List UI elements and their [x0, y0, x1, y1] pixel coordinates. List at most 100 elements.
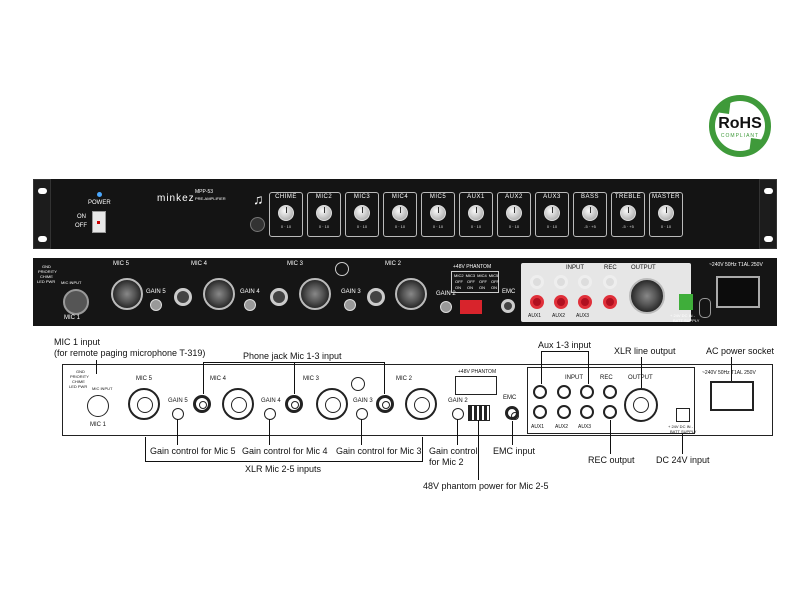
power-switch[interactable]: [92, 211, 106, 233]
knob-label: MIC3: [353, 194, 371, 200]
leader-line: [610, 420, 611, 454]
phone-jack-1[interactable]: [174, 288, 192, 306]
ac-power-socket[interactable]: [710, 381, 754, 411]
aux1-rca-white[interactable]: [530, 275, 544, 289]
gain4-knob[interactable]: [244, 299, 256, 311]
callout-gain2b: for Mic 2: [429, 457, 464, 467]
knob-chime[interactable]: [278, 205, 294, 221]
knob-aux3[interactable]: [544, 205, 560, 221]
aux1-rca-top[interactable]: [533, 385, 547, 399]
rec-rca-red[interactable]: [603, 295, 617, 309]
knob-label: CHIME: [275, 194, 297, 200]
mic1-din-connector[interactable]: [63, 289, 89, 315]
rec-rca-white[interactable]: [603, 275, 617, 289]
front-panel: POWER ON OFF minkez MPP-53 PRE-AMPLIFIER…: [33, 179, 777, 249]
xlr-line-output[interactable]: [624, 388, 658, 422]
gain3-knob[interactable]: [356, 408, 368, 420]
knob-treble[interactable]: [620, 205, 636, 221]
callout-gain3: Gain control for Mic 3: [336, 446, 422, 456]
callout-mic1-input-sub: (for remote paging microphone T-319): [54, 348, 206, 358]
leader-line: [177, 419, 178, 445]
gain5-knob[interactable]: [172, 408, 184, 420]
mic2-xlr-connector[interactable]: [405, 388, 437, 420]
phantom-off: OFF: [491, 279, 499, 284]
phone-jack-1[interactable]: [193, 395, 211, 413]
aux2-rca-red[interactable]: [554, 295, 568, 309]
knob-aux1[interactable]: [468, 205, 484, 221]
gain4-knob[interactable]: [264, 408, 276, 420]
mic4-xlr-connector[interactable]: [222, 388, 254, 420]
leader-line: [203, 362, 204, 394]
phone-jack-3[interactable]: [376, 395, 394, 413]
input-section: [521, 263, 691, 322]
phantom-dip-switch[interactable]: [468, 405, 490, 421]
aux2-rca-top[interactable]: [557, 385, 571, 399]
gain5-knob[interactable]: [150, 299, 162, 311]
model-sub-label: PRE-AMPLIFIER: [195, 196, 226, 201]
mic4-xlr-connector[interactable]: [203, 278, 235, 310]
callout-emc-input: EMC input: [493, 446, 536, 456]
gain2-knob[interactable]: [452, 408, 464, 420]
knob-mic3[interactable]: [354, 205, 370, 221]
gain3-label: GAIN 3: [341, 289, 361, 295]
phone-jack-3[interactable]: [367, 288, 385, 306]
aux2-rca-white[interactable]: [554, 275, 568, 289]
knob-mic2[interactable]: [316, 205, 332, 221]
leader-line: [294, 362, 295, 394]
knob-master[interactable]: [658, 205, 674, 221]
chime-button[interactable]: [250, 217, 265, 232]
aux2-rca-bottom[interactable]: [557, 405, 571, 419]
gain2-knob[interactable]: [440, 301, 452, 313]
leader-line: [541, 351, 589, 352]
aux3-label: AUX3: [576, 313, 590, 319]
rec-rca-bottom[interactable]: [603, 405, 617, 419]
knob-label: AUX1: [467, 194, 485, 200]
aux1-rca-bottom[interactable]: [533, 405, 547, 419]
mic1-din-connector[interactable]: [87, 395, 109, 417]
dc-terminal-block[interactable]: [679, 294, 693, 310]
knob-scale: 0 · 10: [394, 224, 406, 229]
batt-sub-label: BATT SUPPLY: [673, 318, 700, 323]
mic2-xlr-connector[interactable]: [395, 278, 427, 310]
callout-gain2: Gain control: [429, 446, 478, 456]
aux3-rca-red[interactable]: [578, 295, 592, 309]
mic1-pin-label: LED PWR: [69, 384, 88, 389]
fuse-holder[interactable]: [699, 298, 711, 318]
emc-jack[interactable]: [505, 406, 519, 420]
mic5-xlr-connector[interactable]: [128, 388, 160, 420]
leader-line: [478, 420, 479, 480]
mic3-xlr-connector[interactable]: [316, 388, 348, 420]
dc-terminal-block[interactable]: [676, 408, 690, 422]
phone-jack-2[interactable]: [285, 395, 303, 413]
phantom-dip-switch[interactable]: [460, 300, 482, 314]
knob-group-treble: TREBLE-5 · +5: [611, 192, 645, 237]
knob-label: BASS: [580, 194, 599, 200]
mic5-label: MIC 5: [113, 261, 130, 267]
phantom-col: MIC3: [465, 273, 476, 278]
knob-bass[interactable]: [582, 205, 598, 221]
batt-label: + 24V DC IN -: [668, 424, 694, 429]
aux3-rca-bottom[interactable]: [580, 405, 594, 419]
leader-line: [422, 437, 423, 461]
ac-power-socket[interactable]: [716, 276, 760, 308]
phantom-col: MIC4: [477, 273, 487, 278]
aux1-label: AUX1: [531, 424, 545, 430]
knob-scale: 0 · 10: [432, 224, 444, 229]
rec-rca-top[interactable]: [603, 385, 617, 399]
mic5-xlr-connector[interactable]: [111, 278, 143, 310]
callout-rec-output: REC output: [588, 455, 635, 465]
xlr-line-output[interactable]: [629, 278, 665, 314]
knob-mic4[interactable]: [392, 205, 408, 221]
emc-jack[interactable]: [501, 299, 515, 313]
mic3-xlr-connector[interactable]: [299, 278, 331, 310]
phone-jack-2[interactable]: [270, 288, 288, 306]
knob-mic5[interactable]: [430, 205, 446, 221]
aux3-rca-white[interactable]: [578, 275, 592, 289]
knob-aux2[interactable]: [506, 205, 522, 221]
gain3-knob[interactable]: [344, 299, 356, 311]
aux1-rca-red[interactable]: [530, 295, 544, 309]
aux3-rca-top[interactable]: [580, 385, 594, 399]
leader-line: [588, 351, 589, 384]
